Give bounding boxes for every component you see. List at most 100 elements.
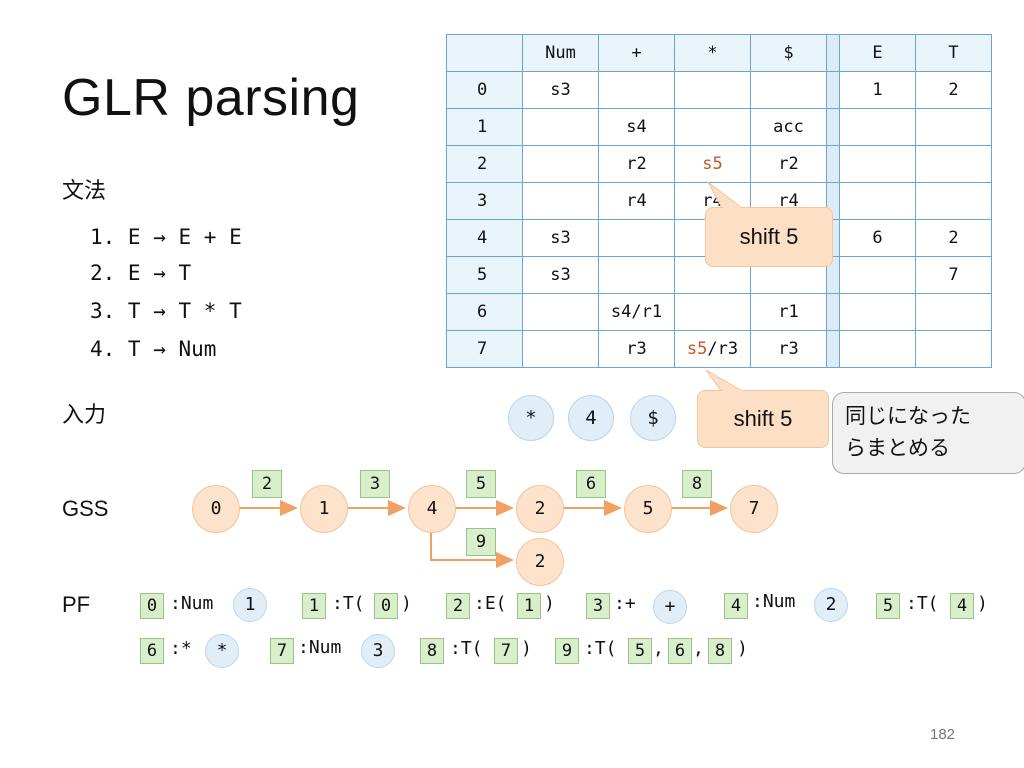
pf-close-paren: ) (977, 593, 988, 614)
table-divider (826, 34, 840, 72)
header-star: * (674, 34, 751, 72)
grammar-label: 文法 (62, 178, 107, 203)
input-token-dollar: $ (630, 395, 676, 441)
gss-edge-label-9: 9 (466, 528, 496, 556)
pf-node-id: 2 (446, 593, 470, 619)
pf-node-id: 0 (140, 593, 164, 619)
table-divider (826, 145, 840, 183)
pf-node-text: :Num (170, 593, 214, 614)
gss-node-5: 5 (624, 485, 672, 533)
table-header-row: Num + * $ E T (446, 34, 992, 72)
gss-edge-label-8: 8 (682, 470, 712, 498)
pf-node-id: 8 (420, 638, 444, 664)
cell-dollar: r2 (750, 145, 827, 183)
gss-node-1: 1 (300, 485, 348, 533)
gss-node-7: 7 (730, 485, 778, 533)
table-row: 7 r3 s5/r3 r3 (446, 330, 992, 368)
gss-edge-label-5: 5 (466, 470, 496, 498)
cell-plus: r3 (598, 330, 675, 368)
table-row: 2 r2 s5 r2 (446, 145, 992, 183)
table-row: 1 s4 acc (446, 108, 992, 146)
pf-separator: , (693, 638, 704, 659)
cell-T: 2 (915, 71, 992, 109)
pf-node-text: :T( (584, 638, 617, 659)
table-row: 6 s4/r1 r1 (446, 293, 992, 331)
cell-T (915, 145, 992, 183)
cell-star (674, 71, 751, 109)
cell-num (522, 108, 599, 146)
gss-label: GSS (62, 496, 109, 521)
pf-node-ref: 5 (628, 638, 652, 664)
pf-node-id: 7 (270, 638, 294, 664)
gss-edge-label-2: 2 (252, 470, 282, 498)
cell-num: s3 (522, 256, 599, 294)
pf-close-paren: ) (521, 638, 532, 659)
gss-node-4: 4 (408, 485, 456, 533)
pf-node-id: 1 (302, 593, 326, 619)
pf-node-text: :Num (752, 591, 796, 612)
grammar-rule-1: 1. E → E + E (90, 225, 242, 249)
gss-node-2b: 2 (516, 538, 564, 586)
cell-E (839, 145, 916, 183)
cell-E (839, 330, 916, 368)
cell-E (839, 108, 916, 146)
cell-star-reduce: /r3 (707, 339, 739, 359)
merge-note-line-1: 同じになった (845, 405, 971, 428)
pf-node-text: :T( (906, 593, 939, 614)
pf-close-paren: ) (401, 593, 412, 614)
row-state: 0 (446, 71, 523, 109)
gss-node-2: 2 (516, 485, 564, 533)
row-state: 4 (446, 219, 523, 257)
cell-plus: r2 (598, 145, 675, 183)
cell-dollar: r3 (750, 330, 827, 368)
callout-shift-5-upper: shift 5 (705, 207, 833, 267)
cell-star: s5/r3 (674, 330, 751, 368)
pf-node-text: :E( (474, 593, 507, 614)
cell-star (674, 108, 751, 146)
cell-star-shift: s5 (686, 339, 708, 359)
merge-note-line-2: らまとめる (845, 437, 950, 460)
row-state: 6 (446, 293, 523, 331)
cell-plus: s4 (598, 108, 675, 146)
cell-num: s3 (522, 219, 599, 257)
pf-leaf-circle: + (653, 590, 687, 624)
cell-E (839, 256, 916, 294)
cell-T: 7 (915, 256, 992, 294)
merge-note: 同じになった らまとめる (832, 392, 1024, 474)
row-state: 7 (446, 330, 523, 368)
cell-dollar: acc (750, 108, 827, 146)
pf-node-id: 4 (724, 593, 748, 619)
cell-plus (598, 71, 675, 109)
grammar-rule-4: 4. T → Num (90, 337, 217, 361)
slide-title: GLR parsing (62, 69, 360, 127)
pf-node-id: 6 (140, 638, 164, 664)
input-token-star: * (508, 395, 554, 441)
pf-node-ref: 6 (668, 638, 692, 664)
pf-node-id: 9 (555, 638, 579, 664)
pf-leaf-circle: 1 (233, 588, 267, 622)
cell-T (915, 330, 992, 368)
pf-node-text: :* (170, 638, 192, 659)
cell-num: s3 (522, 71, 599, 109)
pf-node-id: 5 (876, 593, 900, 619)
grammar-rule-3: 3. T → T * T (90, 299, 242, 323)
gss-edge-label-3: 3 (360, 470, 390, 498)
cell-E (839, 182, 916, 220)
cell-dollar (750, 71, 827, 109)
pf-node-text: :T( (450, 638, 483, 659)
pf-node-text: :Num (298, 637, 342, 658)
cell-plus: s4/r1 (598, 293, 675, 331)
cell-num (522, 330, 599, 368)
pf-leaf-circle: 3 (361, 634, 395, 668)
cell-E: 1 (839, 71, 916, 109)
input-label: 入力 (62, 402, 107, 427)
pf-close-paren: ) (737, 638, 748, 659)
pf-label: PF (62, 592, 91, 617)
cell-E: 6 (839, 219, 916, 257)
parse-table: Num + * $ E T 0 s3 1 2 1 s4 acc 2 r2 s5 … (446, 34, 992, 368)
row-state: 5 (446, 256, 523, 294)
cell-plus: r4 (598, 182, 675, 220)
gss-node-0: 0 (192, 485, 240, 533)
